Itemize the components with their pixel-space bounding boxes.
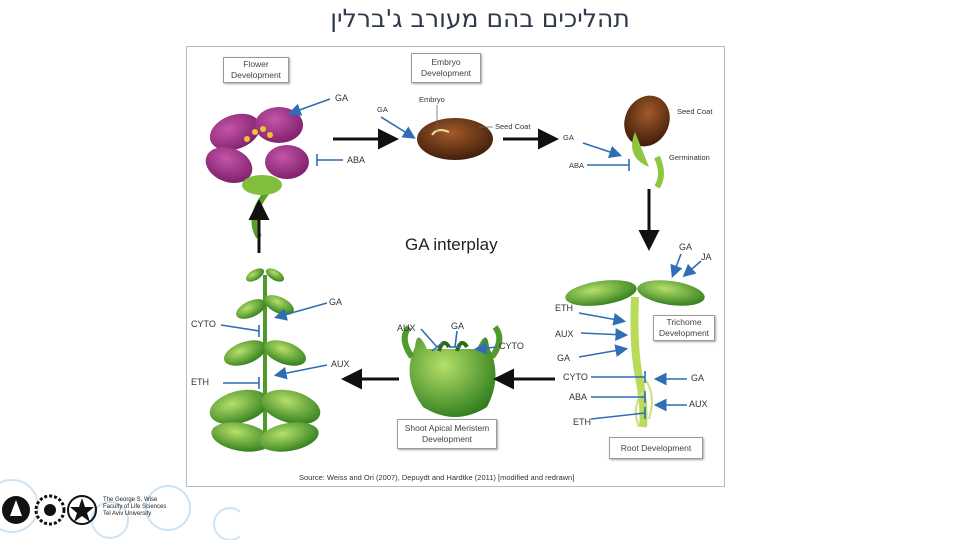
- label-root-eth: ETH: [573, 417, 591, 427]
- germinating-seed-illustration: [624, 95, 670, 189]
- tall-plant-illustration: [209, 268, 321, 452]
- label-seedling-aux: AUX: [555, 329, 574, 339]
- label-sam-aux: AUX: [397, 323, 416, 333]
- source-citation: Source: Weiss and Ori (2007), Depuydt an…: [299, 473, 575, 482]
- label-germ-aba: ABA: [569, 161, 585, 170]
- label-root-aba: ABA: [569, 392, 588, 402]
- regulation-arrows: [220, 98, 702, 420]
- shoot-apical-meristem-illustration: [401, 325, 503, 417]
- label-stem-cyto: CYTO: [191, 319, 216, 329]
- embryo-development-box: Embryo Development: [411, 53, 481, 83]
- label-sam-cyto: CYTO: [499, 341, 524, 351]
- label-seedling-ga2: GA: [557, 353, 571, 363]
- label-root-aux: AUX: [689, 399, 708, 409]
- label-embryo-embryo: Embryo: [419, 95, 445, 104]
- ga-interplay-figure: Flower Development Embryo Development Tr…: [186, 46, 725, 487]
- center-title: GA interplay: [405, 235, 498, 254]
- label-root-cyto: CYTO: [563, 372, 588, 382]
- label-germination: Germination: [669, 153, 710, 162]
- star-emblem-icon: [67, 495, 97, 525]
- sun-emblem-icon: [34, 494, 66, 526]
- label-stem-ga: GA: [329, 297, 343, 307]
- label-germ-ga: GA: [563, 133, 574, 142]
- label-sam-ga: GA: [451, 321, 465, 331]
- university-logos: [2, 494, 97, 526]
- label-flower-aba: ABA: [347, 155, 366, 165]
- label-root-ga: GA: [691, 373, 705, 383]
- label-seedling-eth: ETH: [555, 303, 573, 313]
- label-stem-aux: AUX: [331, 359, 350, 369]
- label-flower-ga: GA: [335, 93, 349, 103]
- flower-illustration: [205, 107, 309, 239]
- label-germ-seedcoat-1: Seed Coat: [677, 107, 713, 116]
- label-seedling-ja: JA: [701, 252, 712, 262]
- label-embryo-ga: GA: [377, 105, 388, 114]
- trichome-development-box: Trichome Development: [653, 315, 715, 341]
- root-development-box: Root Development: [609, 437, 703, 459]
- cycle-arrows: [248, 128, 660, 390]
- label-seedling-ga: GA: [679, 242, 693, 252]
- diagram-canvas: [205, 95, 705, 452]
- university-name: The George S. Wise Faculty of Life Scien…: [103, 497, 167, 517]
- label-embryo-seedcoat: Seed Coat: [495, 122, 531, 131]
- slide-title: תהליכים בהם מעורב ג'ברלין: [330, 4, 630, 33]
- shoot-apical-meristem-box: Shoot Apical Meristem Development: [397, 419, 497, 449]
- label-stem-eth: ETH: [191, 377, 209, 387]
- flower-development-box: Flower Development: [223, 57, 289, 83]
- embryo-seed-illustration: [417, 105, 493, 160]
